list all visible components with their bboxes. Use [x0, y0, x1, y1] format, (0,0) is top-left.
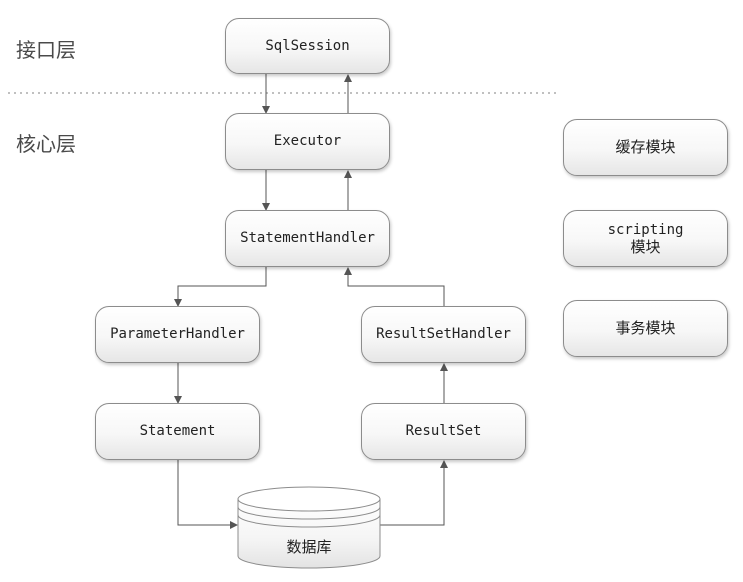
scripting-module-label-line2: 模块 [630, 237, 661, 256]
resultset-box: ResultSet [361, 403, 526, 460]
arrow-statement-to-database [177, 460, 238, 529]
database-cylinder [237, 486, 381, 569]
cache-module-label: 缓存模块 [615, 138, 676, 156]
executor-label: Executor [273, 133, 342, 149]
resultset-label: ResultSet [405, 423, 482, 439]
transaction-module-label: 事务模块 [615, 319, 676, 337]
parameterhandler-label: ParameterHandler [110, 326, 245, 342]
database-label: 数据库 [286, 538, 332, 556]
resultsethandler-label: ResultSetHandler [376, 326, 511, 342]
sqlsession-label: SqlSession [265, 37, 350, 54]
transaction-module-box: 事务模块 [563, 300, 728, 357]
sqlsession-box: SqlSession [225, 18, 390, 74]
statement-box: Statement [95, 403, 260, 460]
interface-layer-label: 接口层 [16, 38, 76, 62]
scripting-module-box: scripting 模块 [563, 210, 728, 267]
statementhandler-box: StatementHandler [225, 210, 390, 267]
parameterhandler-box: ParameterHandler [95, 306, 260, 363]
resultsethandler-box: ResultSetHandler [361, 306, 526, 363]
arrow-resultsethandler-to-statementhandler [344, 267, 445, 306]
executor-box: Executor [225, 113, 390, 170]
arrow-database-to-resultset [380, 460, 448, 526]
statementhandler-label: StatementHandler [240, 230, 375, 246]
cache-module-box: 缓存模块 [563, 119, 728, 176]
scripting-module-label-line1: scripting [607, 221, 684, 238]
core-layer-label: 核心层 [16, 132, 76, 156]
arrow-statementhandler-to-parameterhandler [174, 267, 267, 307]
statement-label: Statement [139, 423, 216, 439]
